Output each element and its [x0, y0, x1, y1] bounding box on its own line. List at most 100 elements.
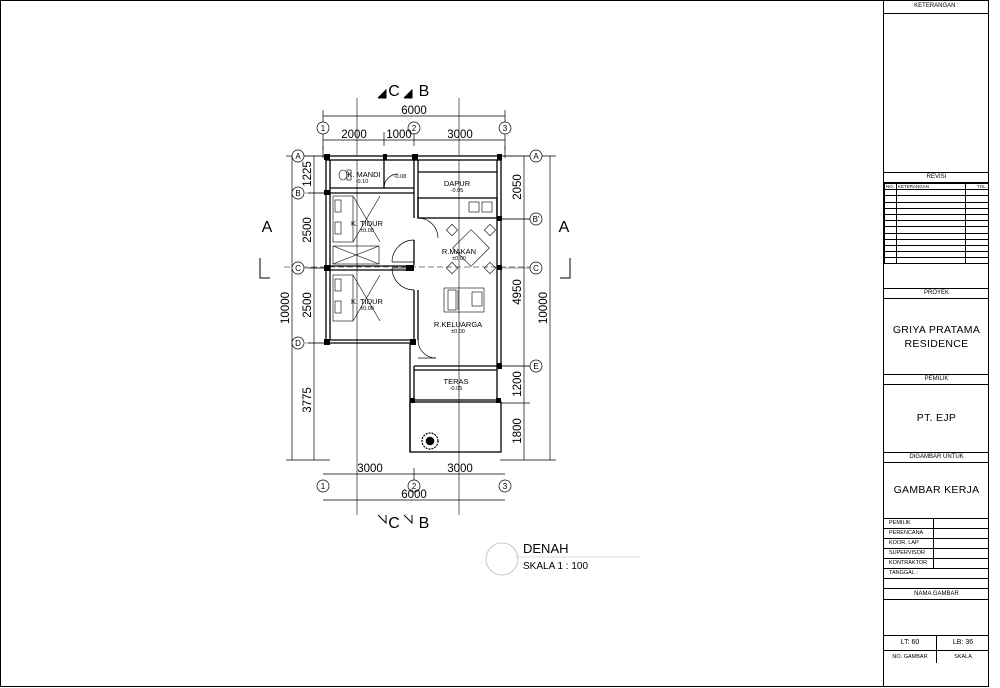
dimension-lines-top — [322, 110, 506, 158]
tb-digambar-label: DIGAMBAR UNTUK — [884, 453, 989, 463]
room-level-rkeluarga: ±0.00 — [451, 329, 465, 335]
dim-right-3: 1200 — [512, 371, 524, 397]
dim-bottom-2: 3000 — [447, 463, 473, 475]
drawing-title: DENAH SKALA 1 : 100 — [485, 541, 640, 576]
grid-bubble-right-c — [529, 261, 543, 275]
dim-left-1: 1225 — [302, 161, 314, 187]
grid-label-bottom-3: 3 — [503, 482, 508, 491]
tb-people-label: KOOR. LAP — [889, 540, 919, 546]
tb-digambar-value: GAMBAR KERJA — [893, 484, 980, 496]
grid-bubble-left-c — [291, 261, 305, 275]
room-name-ktidur-1: K. TIDUR — [351, 219, 384, 228]
grid-bubble-right-a — [529, 149, 543, 163]
grid-bubble-top-2 — [407, 121, 421, 135]
tb-nama-gambar: NAMA GAMBAR — [884, 588, 989, 635]
tb-revisi-label: REVISI — [884, 173, 989, 183]
tb-proyek-line-1: GRIYA PRATAMA — [892, 324, 981, 336]
tb-nama-gambar-label: NAMA GAMBAR — [884, 589, 989, 600]
dim-left-3: 2500 — [302, 292, 314, 318]
tb-proyek-label: PROYEK — [884, 289, 989, 299]
grid-label-top-1: 1 — [321, 124, 326, 133]
room-labels: K. MANDI -0.10 -0.08 DAPUR -0.05 K. TIDU… — [347, 170, 482, 392]
grid-bubble-top-1 — [316, 121, 330, 135]
tb-people: PEMILIK PERENCANA KOOR. LAP SUPERVISOR K… — [884, 518, 989, 588]
tb-people-label: PERENCANA — [889, 530, 924, 536]
dim-top-2: 1000 — [386, 129, 412, 141]
tb-keterangan: KETERANGAN : — [884, 0, 989, 172]
tb-nogambar-row: NO. GAMBAR SKALA — [884, 651, 989, 663]
dim-top-total: 6000 — [401, 105, 427, 117]
tb-proyek-line-2: RESIDENCE — [904, 338, 969, 350]
dim-right-1: 2050 — [512, 174, 524, 200]
tb-keterangan-label: KETERANGAN : — [884, 0, 989, 14]
grid-label-right-b: B' — [533, 215, 540, 224]
room-name-dapur: DAPUR — [444, 179, 471, 188]
grid-bubble-right-e — [529, 359, 543, 373]
grid-label-bottom-1: 1 — [321, 482, 326, 491]
tb-people-row: TANGGAL : — [884, 569, 989, 579]
dim-top-3: 3000 — [447, 129, 473, 141]
grid-label-right-e: E — [533, 362, 538, 371]
tb-footer: LT: 60 LB: 36 NO. GAMBAR SKALA — [884, 635, 989, 687]
grid-label-top-2: 2 — [412, 124, 417, 133]
dim-bottom-1: 3000 — [357, 463, 383, 475]
grid-bubble-left-b — [291, 186, 305, 200]
section-label-c-bottom: C — [388, 515, 400, 532]
revision-row — [884, 257, 989, 265]
section-label-a-left: A — [262, 219, 273, 236]
dimension-lines-bottom — [323, 468, 505, 501]
grid-bubble-bottom-3 — [498, 479, 512, 493]
dim-left-4: 3775 — [302, 387, 314, 413]
grid-label-left-a: A — [295, 152, 301, 161]
grid-labels: 1 2 3 1 2 3 A B C D A B' C E — [295, 124, 540, 491]
dim-left-total: 10000 — [280, 292, 292, 324]
tb-people-row: PERENCANA — [884, 529, 989, 539]
tb-pemilik-value: PT. EJP — [916, 412, 957, 424]
tb-digambar: DIGAMBAR UNTUK GAMBAR KERJA — [884, 452, 989, 518]
tb-people-label: TANGGAL : — [889, 570, 918, 576]
room-level-ktidur-2: ±0.00 — [360, 306, 374, 312]
grid-bubble-left-a — [291, 149, 305, 163]
tb-people-label: SUPERVISOR — [889, 550, 925, 556]
section-labels: C B C B A A — [262, 83, 570, 532]
room-level-teras: -0.05 — [450, 386, 463, 392]
section-label-a-right: A — [559, 219, 570, 236]
grid-bubble-bottom-1 — [316, 479, 330, 493]
room-level-ktidur-1: ±0.00 — [360, 228, 374, 234]
tb-people-row: SUPERVISOR — [884, 549, 989, 559]
room-level-dapur: -0.05 — [451, 188, 464, 194]
drawing-title-name: DENAH — [523, 541, 569, 556]
tb-people-row: PEMILIK — [884, 519, 989, 529]
grid-label-left-d: D — [295, 339, 301, 348]
dimension-texts: 6000 2000 1000 3000 3000 3000 6000 10000… — [280, 105, 550, 501]
room-level-wc: -0.08 — [394, 174, 407, 180]
tb-pemilik-label: PEMILIK — [884, 375, 989, 385]
dim-right-4: 1800 — [512, 418, 524, 444]
tb-lt: LT: 60 — [900, 639, 920, 646]
section-markers — [259, 88, 571, 525]
tb-area-row: LT: 60 LB: 36 — [884, 636, 989, 651]
room-name-rkeluarga: R.KELUARGA — [434, 320, 482, 329]
room-name-kmandi: K. MANDI — [347, 170, 380, 179]
dim-bottom-total: 6000 — [401, 489, 427, 501]
grid-bubble-left-d — [291, 336, 305, 350]
dim-right-total: 10000 — [538, 292, 550, 324]
furniture — [332, 169, 497, 450]
grid-label-left-c: C — [295, 264, 301, 273]
grid-label-left-b: B — [295, 189, 300, 198]
section-label-b-bottom: B — [419, 515, 430, 532]
tb-skala: SKALA — [936, 651, 989, 663]
tb-lb: LB: 36 — [936, 636, 989, 650]
floor-plan — [259, 88, 571, 525]
section-label-c-top: C — [388, 83, 400, 100]
dim-top-1: 2000 — [341, 129, 367, 141]
drawing-title-scale: SKALA 1 : 100 — [523, 561, 588, 572]
section-label-b-top: B — [419, 83, 430, 100]
grid-label-right-c: C — [533, 264, 539, 273]
tb-people-label: PEMILIK — [889, 520, 911, 526]
dim-right-2: 4950 — [512, 279, 524, 305]
tb-pemilik: PEMILIK PT. EJP — [884, 374, 989, 452]
room-level-kmandi: -0.10 — [356, 179, 369, 185]
